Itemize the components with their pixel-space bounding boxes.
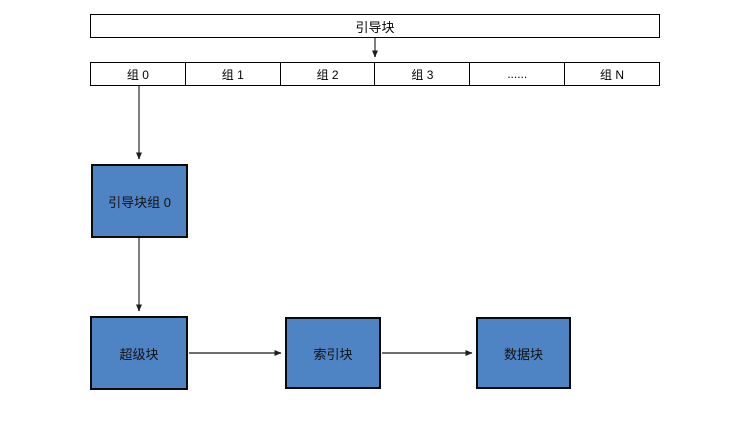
super-block-box: 超级块 — [90, 316, 188, 390]
boot-block-label: 引导块 — [355, 19, 395, 35]
index-block-label: 索引块 — [313, 346, 353, 362]
group-cell-2: 组 2 — [281, 63, 376, 85]
super-block-label: 超级块 — [119, 346, 159, 362]
group-cell-label: ...... — [507, 67, 528, 81]
group-cell-1: 组 1 — [186, 63, 281, 85]
boot-block-group-0-box: 引导块组 0 — [91, 164, 188, 238]
group-cell-0: 组 0 — [91, 63, 186, 85]
group-cell-label: 组 1 — [221, 67, 244, 82]
group-cell-3: 组 3 — [375, 63, 471, 85]
data-block-label: 数据块 — [503, 346, 543, 362]
index-block-box: 索引块 — [285, 317, 381, 389]
boot-block-box: 引导块 — [90, 14, 660, 38]
group-cell-ellipsis: ...... — [470, 63, 566, 85]
group-cell-label: 组 2 — [316, 67, 339, 82]
group-row: 组 0 组 1 组 2 组 3 ...... 组 N — [90, 62, 660, 86]
data-block-box: 数据块 — [476, 317, 571, 389]
group-cell-n: 组 N — [565, 63, 659, 85]
group-cell-label: 组 0 — [126, 67, 149, 82]
boot-block-group-0-label: 引导块组 0 — [108, 194, 171, 210]
group-cell-label: 组 N — [600, 67, 625, 82]
group-cell-label: 组 3 — [411, 67, 434, 82]
